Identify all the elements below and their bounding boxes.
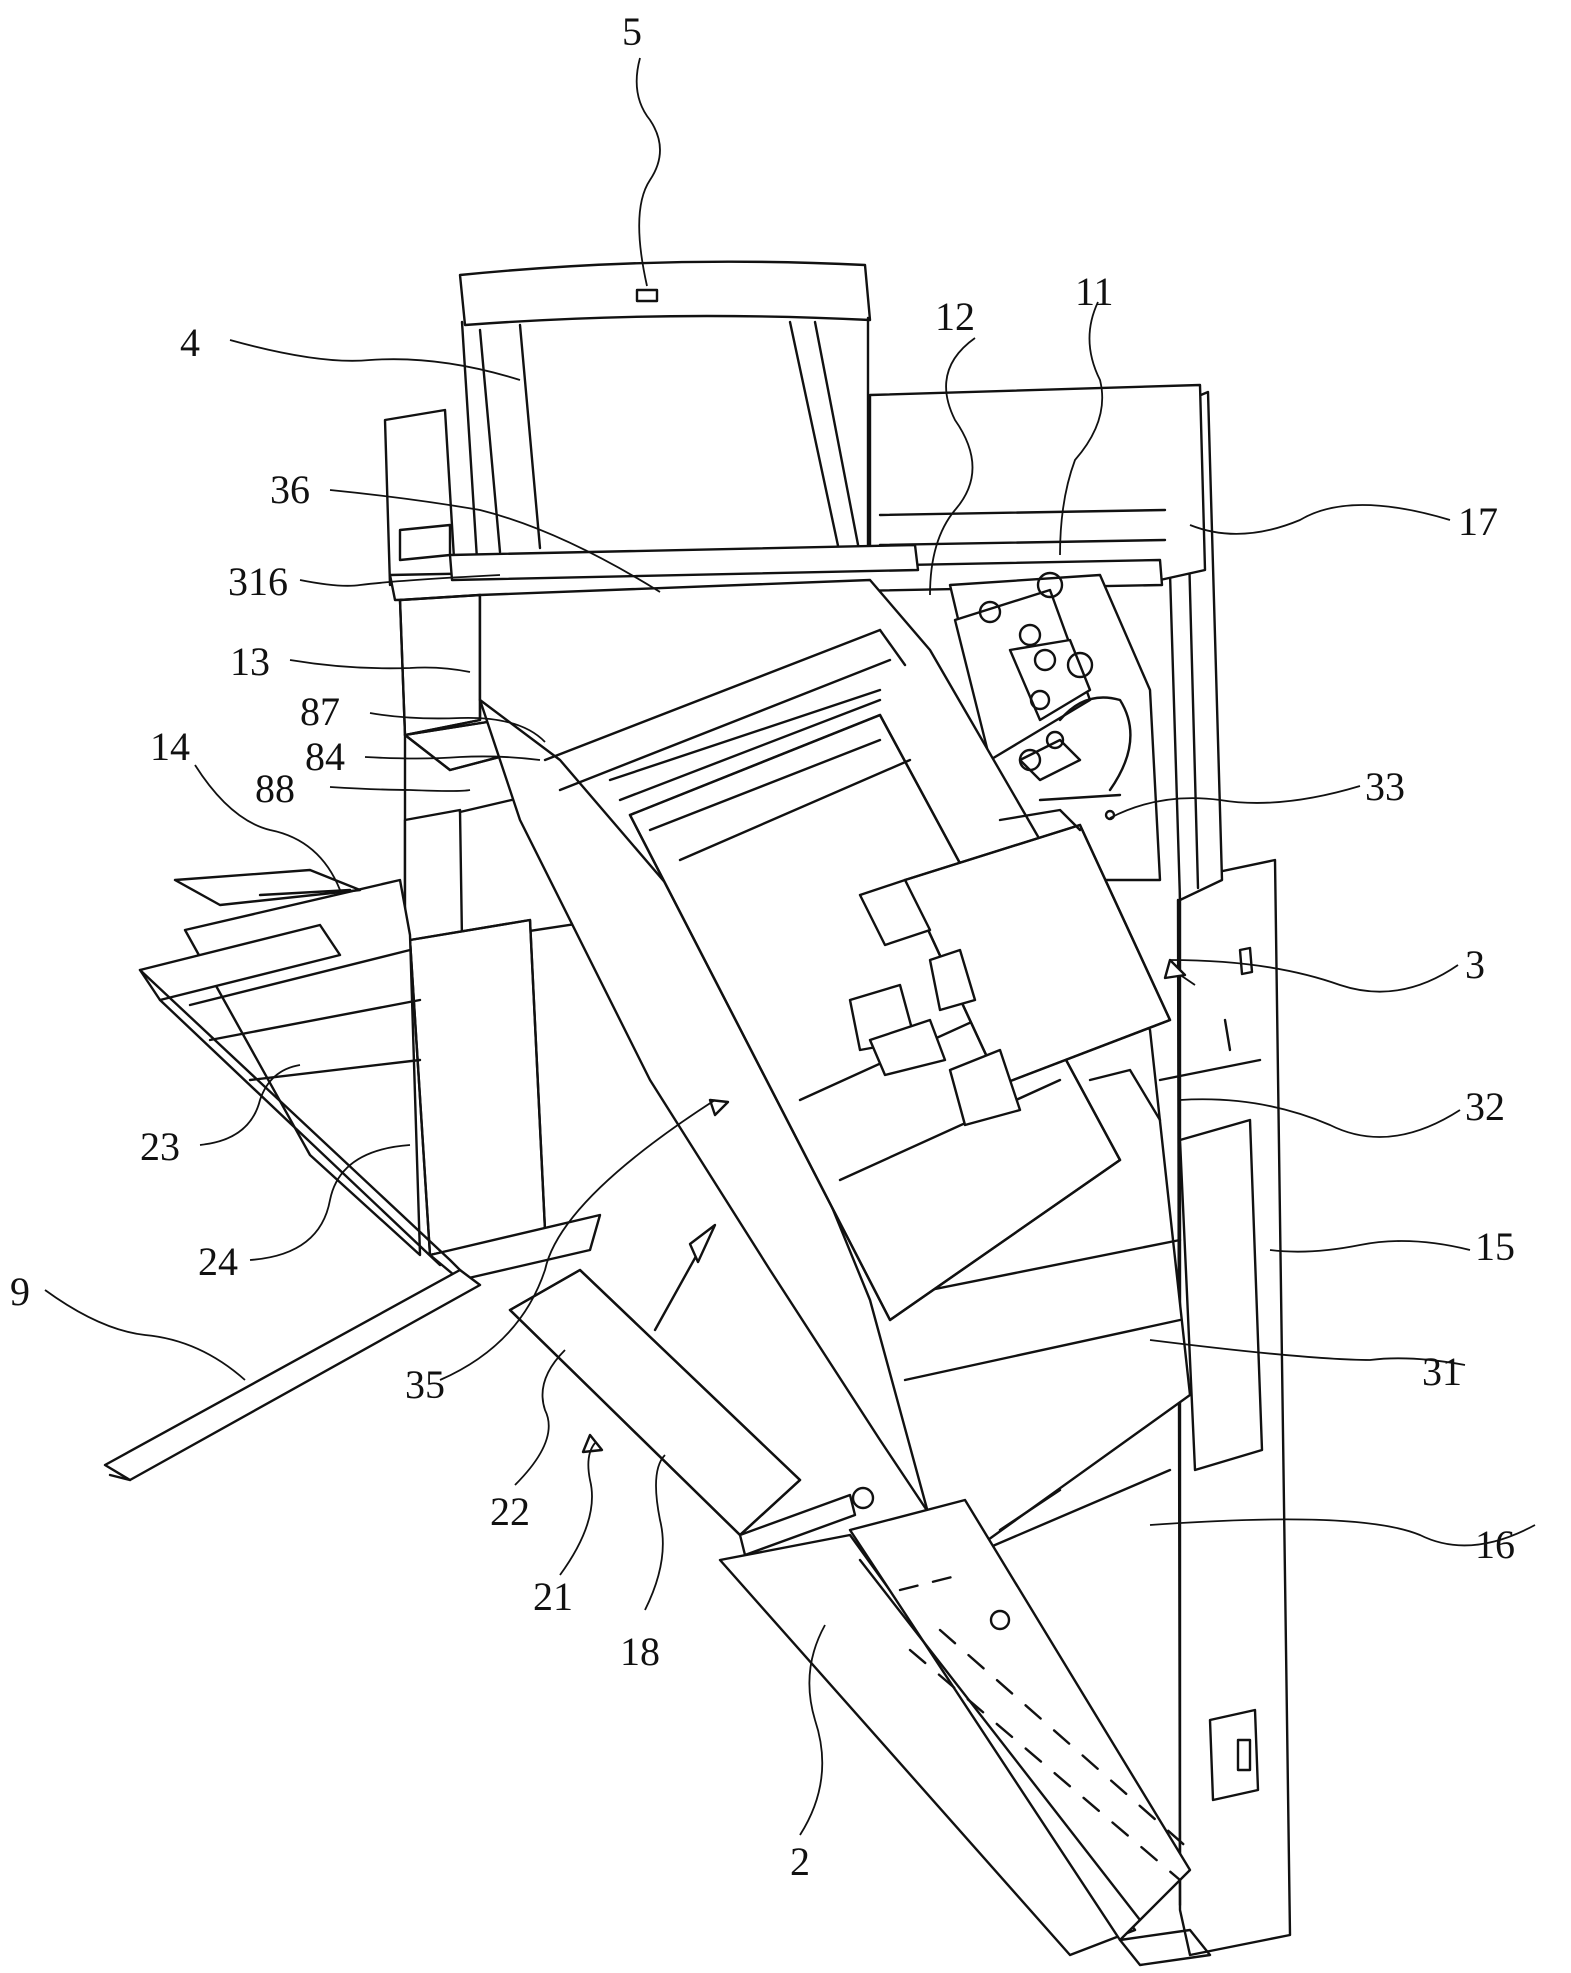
label-316: 316 xyxy=(228,559,288,604)
label-3: 3 xyxy=(1465,942,1485,987)
label-18: 18 xyxy=(620,1629,660,1674)
top-frame xyxy=(383,383,1207,602)
label-32: 32 xyxy=(1465,1084,1505,1129)
outlet-collar xyxy=(448,260,920,582)
label-36: 36 xyxy=(270,467,310,512)
label-23: 23 xyxy=(140,1124,180,1169)
label-21: 21 xyxy=(533,1574,573,1619)
tray xyxy=(138,868,472,1282)
inlet-filter xyxy=(408,918,875,1557)
label-88: 88 xyxy=(255,766,295,811)
label-33: 33 xyxy=(1365,764,1405,809)
motor xyxy=(848,808,1172,1127)
label-24: 24 xyxy=(198,1239,238,1284)
label-87: 87 xyxy=(300,689,340,734)
label-31: 31 xyxy=(1422,1349,1462,1394)
label-17: 17 xyxy=(1458,499,1498,544)
back-panel xyxy=(1158,858,1292,1957)
label-16: 16 xyxy=(1475,1522,1515,1567)
label-13: 13 xyxy=(230,639,270,684)
label-12: 12 xyxy=(935,294,975,339)
label-14: 14 xyxy=(150,724,190,769)
leader-lines xyxy=(44,57,1536,1836)
label-9: 9 xyxy=(10,1269,30,1314)
label-11: 11 xyxy=(1075,269,1114,314)
label-84: 84 xyxy=(305,734,345,779)
label-5: 5 xyxy=(622,9,642,54)
bottom-panel xyxy=(718,1498,1212,1967)
front-plate xyxy=(103,1268,482,1482)
flow-arrows xyxy=(581,958,1196,1454)
sensor-5 xyxy=(635,288,659,303)
label-22: 22 xyxy=(490,1489,530,1534)
reference-labels: 5 4 12 11 17 36 316 13 87 84 88 14 33 3 … xyxy=(10,9,1515,1884)
label-35: 35 xyxy=(405,1362,445,1407)
label-4: 4 xyxy=(180,320,200,365)
label-2: 2 xyxy=(790,1839,810,1884)
label-15: 15 xyxy=(1475,1224,1515,1269)
